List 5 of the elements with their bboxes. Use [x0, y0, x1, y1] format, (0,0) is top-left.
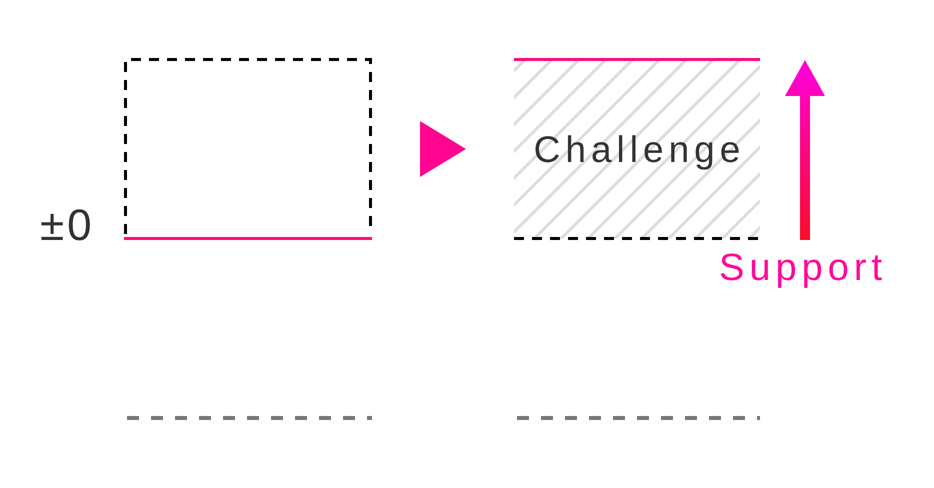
arrow — [420, 121, 466, 177]
level-label: ±0 — [40, 204, 95, 248]
arrow-label: Support — [719, 249, 888, 287]
dashed-box — [124, 58, 372, 240]
node-label: Challenge — [532, 130, 746, 168]
